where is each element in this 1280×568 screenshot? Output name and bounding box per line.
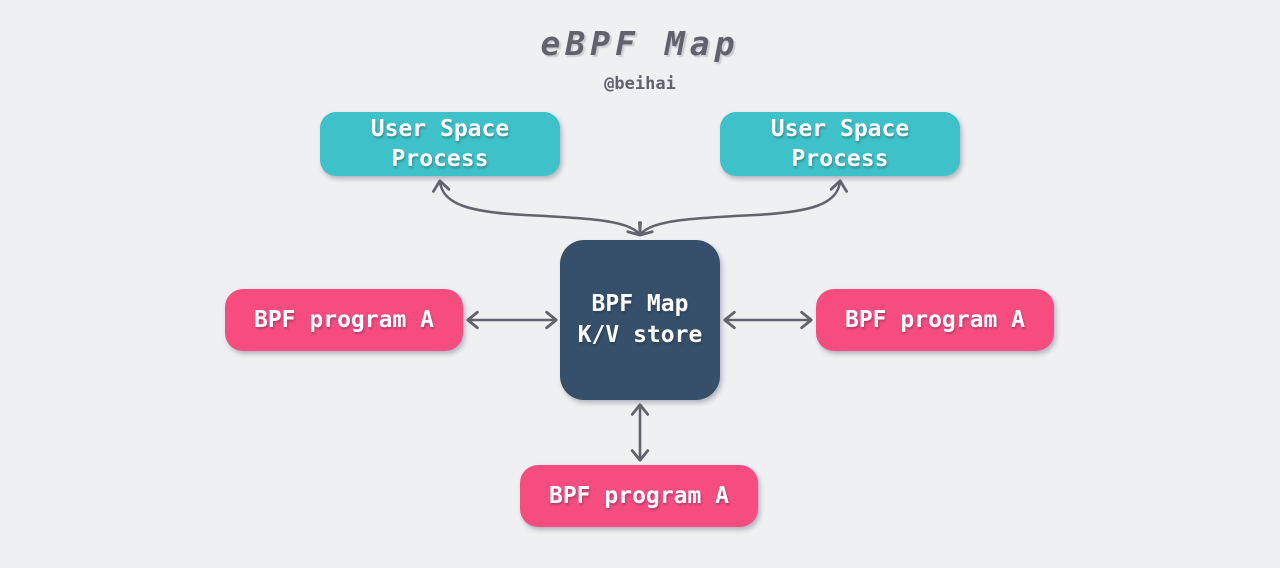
edge-map-to-userspace-left [432,179,642,237]
node-label-line: User Space [770,116,910,142]
node-label-line: User Space [370,116,510,142]
node-label-line: BPF program A [253,307,434,333]
diagram-author: @beihai [604,74,676,94]
node-user-space-process-left: User Space Process [320,112,560,176]
node-label-line: Process [391,146,489,172]
edge-map-to-userspace-right [638,179,848,237]
node-label-line: K/V store [577,322,703,348]
node-bpf-program-bottom: BPF program A [520,465,758,527]
diagram-title: eBPF Map [540,24,740,63]
node-bpf-program-right: BPF program A [816,289,1054,351]
node-label-line: BPF Map [591,291,689,317]
node-label-line: Process [791,146,889,172]
node-label-line: BPF program A [548,483,729,509]
node-bpf-map-kv-store: BPF Map K/V store [560,240,720,400]
node-user-space-process-right: User Space Process [720,112,960,176]
node-bpf-program-left: BPF program A [225,289,463,351]
node-label-line: BPF program A [844,307,1025,333]
